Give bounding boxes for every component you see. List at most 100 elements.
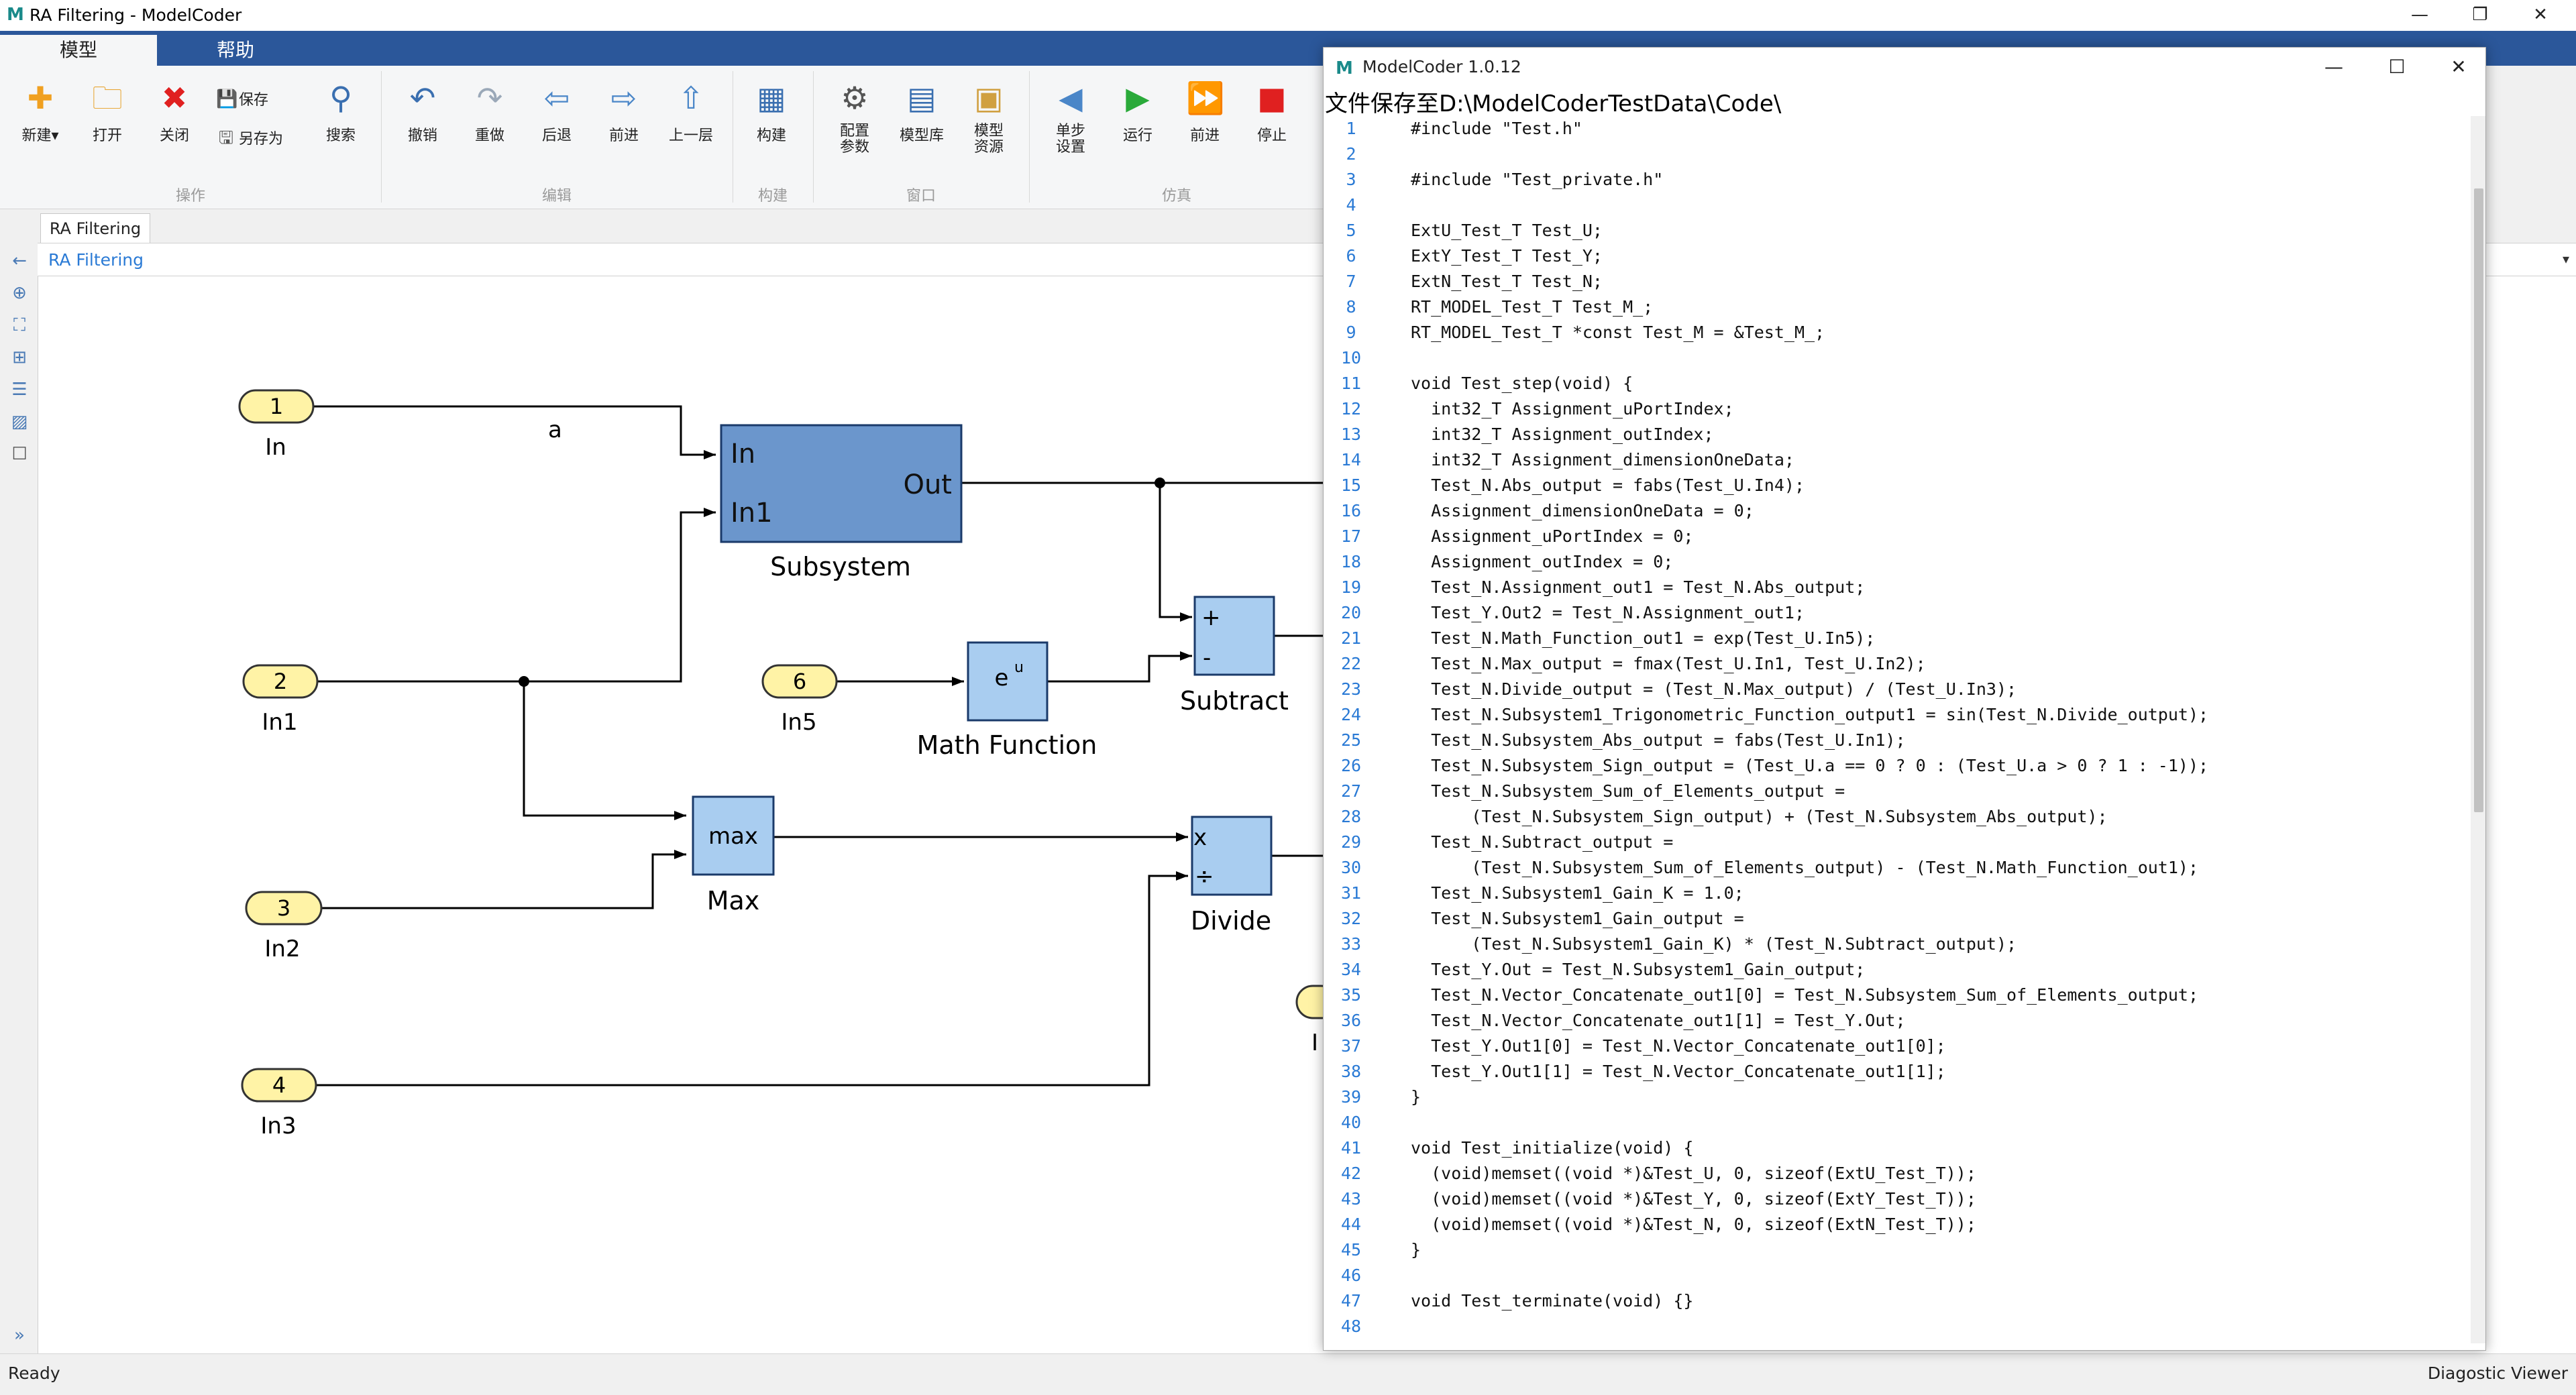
code-line[interactable]: 30 (Test_N.Subsystem_Sum_of_Elements_out…: [1324, 855, 2464, 881]
model-library-button[interactable]: ▤ 模型库: [891, 74, 953, 145]
config-params-button[interactable]: ⚙ 配置 参数: [824, 74, 885, 156]
divide-block[interactable]: x ÷ Divide: [1191, 816, 1273, 936]
inport-6[interactable]: 6 In5: [761, 664, 838, 736]
code-line[interactable]: 39}: [1324, 1084, 2464, 1110]
subsystem-block[interactable]: In In1 Out Subsystem: [720, 424, 963, 581]
code-line[interactable]: 25 Test_N.Subsystem_Abs_output = fabs(Te…: [1324, 728, 2464, 753]
tab-model[interactable]: 模型: [0, 35, 157, 66]
code-line[interactable]: 23 Test_N.Divide_output = (Test_N.Max_ou…: [1324, 677, 2464, 702]
code-line[interactable]: 14 int32_T Assignment_dimensionOneData;: [1324, 447, 2464, 473]
step-settings-button[interactable]: ◀ 单步 设置: [1040, 74, 1102, 156]
code-line[interactable]: 1#include "Test.h": [1324, 116, 2464, 142]
undo-button[interactable]: ↶ 撤销: [392, 74, 453, 145]
expand-icon[interactable]: »: [14, 1325, 25, 1345]
code-line[interactable]: 15 Test_N.Abs_output = fabs(Test_U.In4);: [1324, 473, 2464, 498]
run-button[interactable]: ▶ 运行: [1107, 74, 1169, 145]
code-line[interactable]: 36 Test_N.Vector_Concatenate_out1[1] = T…: [1324, 1008, 2464, 1034]
save-as-button[interactable]: 🖫另存为: [216, 125, 283, 152]
inport-partial[interactable]: I: [1295, 985, 1323, 1056]
up-level-button[interactable]: ⇧ 上一层: [660, 74, 722, 145]
code-line[interactable]: 43 (void)memset((void *)&Test_Y, 0, size…: [1324, 1186, 2464, 1212]
max-block[interactable]: max Max: [692, 795, 775, 915]
open-button[interactable]: 🗀 打开: [76, 74, 138, 145]
code-line[interactable]: 27 Test_N.Subsystem_Sum_of_Elements_outp…: [1324, 779, 2464, 804]
code-line[interactable]: 37 Test_Y.Out1[0] = Test_N.Vector_Concat…: [1324, 1034, 2464, 1059]
code-line[interactable]: 40: [1324, 1110, 2464, 1135]
inport-4[interactable]: 4 In3: [241, 1068, 317, 1139]
code-line[interactable]: 16 Assignment_dimensionOneData = 0;: [1324, 498, 2464, 524]
code-line[interactable]: 17 Assignment_uPortIndex = 0;: [1324, 524, 2464, 549]
code-line[interactable]: 21 Test_N.Math_Function_out1 = exp(Test_…: [1324, 626, 2464, 651]
fit-view-icon[interactable]: ⛶: [13, 315, 26, 335]
model-resource-button[interactable]: ▣ 模型 资源: [958, 74, 1020, 156]
redo-button[interactable]: ↷ 重做: [459, 74, 521, 145]
code-line[interactable]: 3#include "Test_private.h": [1324, 167, 2464, 192]
code-line[interactable]: 22 Test_N.Max_output = fmax(Test_U.In1, …: [1324, 651, 2464, 677]
document-tab[interactable]: RA Filtering: [40, 213, 150, 243]
code-line[interactable]: 12 int32_T Assignment_uPortIndex;: [1324, 396, 2464, 422]
code-minimize-button[interactable]: —: [2324, 56, 2343, 78]
inport-3[interactable]: 3 In2: [245, 891, 323, 962]
new-button[interactable]: ✚ 新建▾: [9, 74, 71, 145]
code-maximize-button[interactable]: ☐: [2388, 56, 2406, 78]
code-line[interactable]: 34 Test_Y.Out = Test_N.Subsystem1_Gain_o…: [1324, 957, 2464, 983]
code-line[interactable]: 28 (Test_N.Subsystem_Sign_output) + (Tes…: [1324, 804, 2464, 830]
back-button[interactable]: ⇦ 后退: [526, 74, 588, 145]
code-close-button[interactable]: ✕: [2451, 56, 2467, 78]
step-forward-button[interactable]: ⏩ 前进: [1174, 74, 1236, 145]
code-line[interactable]: 44 (void)memset((void *)&Test_N, 0, size…: [1324, 1212, 2464, 1237]
code-line[interactable]: 45}: [1324, 1237, 2464, 1263]
code-line[interactable]: 19 Test_N.Assignment_out1 = Test_N.Abs_o…: [1324, 575, 2464, 600]
diagnostic-viewer-link[interactable]: Diagostic Viewer: [2427, 1363, 2568, 1383]
code-line[interactable]: 38 Test_Y.Out1[1] = Test_N.Vector_Concat…: [1324, 1059, 2464, 1084]
code-line[interactable]: 46: [1324, 1263, 2464, 1288]
code-line[interactable]: 42 (void)memset((void *)&Test_U, 0, size…: [1324, 1161, 2464, 1186]
code-line[interactable]: 32 Test_N.Subsystem1_Gain_output =: [1324, 906, 2464, 932]
code-line[interactable]: 20 Test_Y.Out2 = Test_N.Assignment_out1;: [1324, 600, 2464, 626]
code-line[interactable]: 10: [1324, 345, 2464, 371]
code-line[interactable]: 29 Test_N.Subtract_output =: [1324, 830, 2464, 855]
square-icon[interactable]: ☐: [11, 444, 28, 464]
zoom-in-icon[interactable]: ⊕: [12, 283, 27, 303]
subtract-block[interactable]: + - Subtract: [1180, 596, 1289, 716]
code-line[interactable]: 24 Test_N.Subsystem1_Trigonometric_Funct…: [1324, 702, 2464, 728]
forward-button[interactable]: ⇨ 前进: [593, 74, 655, 145]
tab-help[interactable]: 帮助: [216, 39, 254, 61]
search-button[interactable]: ⚲ 搜索: [310, 74, 372, 145]
code-line[interactable]: 33 (Test_N.Subsystem1_Gain_K) * (Test_N.…: [1324, 932, 2464, 957]
code-line[interactable]: 35 Test_N.Vector_Concatenate_out1[0] = T…: [1324, 983, 2464, 1008]
inport-2[interactable]: 2 In1: [242, 664, 319, 736]
back-icon[interactable]: ←: [12, 251, 27, 271]
stop-button[interactable]: ■ 停止: [1241, 74, 1303, 145]
vertical-scrollbar[interactable]: [2471, 116, 2485, 1343]
math-function-block[interactable]: e u Math Function: [917, 641, 1097, 760]
breadcrumb[interactable]: RA Filtering: [48, 250, 144, 270]
build-button[interactable]: ▦ 构建: [741, 74, 802, 145]
code-line[interactable]: 48: [1324, 1314, 2464, 1339]
code-line[interactable]: 18 Assignment_outIndex = 0;: [1324, 549, 2464, 575]
close-window-button[interactable]: ✕: [2533, 5, 2548, 25]
code-line[interactable]: 31 Test_N.Subsystem1_Gain_K = 1.0;: [1324, 881, 2464, 906]
image-icon[interactable]: ▨: [11, 412, 28, 432]
code-line[interactable]: 2: [1324, 142, 2464, 167]
zoom-area-icon[interactable]: ⊞: [12, 347, 27, 368]
restore-button[interactable]: ❐: [2472, 5, 2488, 25]
code-line[interactable]: 26 Test_N.Subsystem_Sign_output = (Test_…: [1324, 753, 2464, 779]
list-view-icon[interactable]: ☰: [11, 380, 28, 400]
save-button[interactable]: 💾保存: [216, 86, 268, 113]
close-button[interactable]: ✖ 关闭: [144, 74, 205, 145]
inport-1[interactable]: 1 In: [238, 389, 315, 461]
code-line[interactable]: 13 int32_T Assignment_outIndex;: [1324, 422, 2464, 447]
minimize-button[interactable]: —: [2411, 5, 2428, 25]
scrollbar-thumb[interactable]: [2474, 188, 2483, 812]
code-line[interactable]: 4: [1324, 192, 2464, 218]
